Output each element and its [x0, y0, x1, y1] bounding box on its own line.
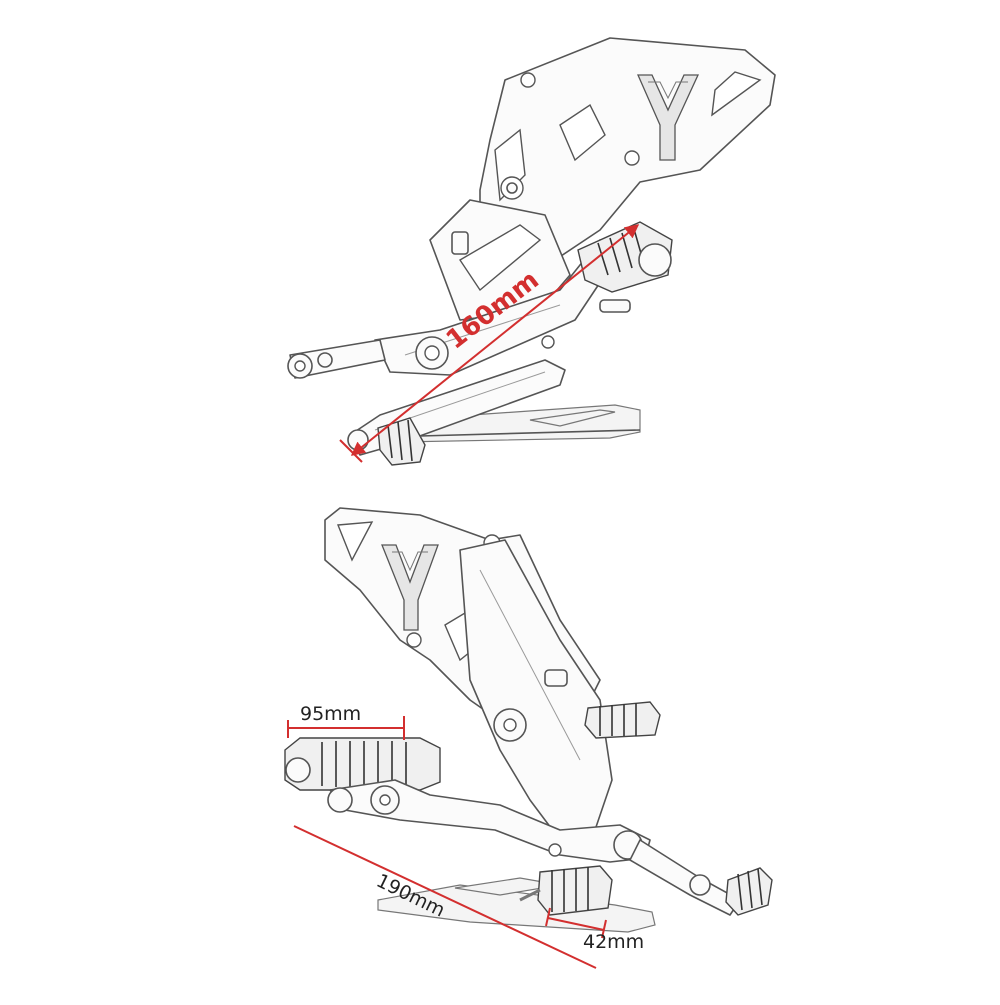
front-bracket-bolt-1 [406, 632, 422, 648]
y-logo-icon [637, 74, 700, 161]
side-linkage-bolt [541, 335, 555, 349]
dimension-95mm: 95mm [287, 703, 405, 740]
dimension-42mm: 42mm [545, 907, 644, 953]
front-left-footpeg-end [285, 757, 311, 783]
side-lower-footpeg [347, 417, 426, 466]
front-bottom-footpeg [537, 865, 613, 916]
front-link-bolt [548, 843, 562, 857]
front-peg-shaft [519, 888, 541, 902]
dimension-42mm-tick-left [545, 907, 551, 927]
side-bracket-cutout-center [559, 103, 606, 162]
dimension-160mm-line [350, 224, 640, 456]
dimension-160mm-tick-start [339, 439, 363, 463]
front-bracket-cutout-triangle [337, 521, 374, 562]
side-view-drawing [287, 37, 776, 466]
side-bracket-bolt-1 [624, 150, 640, 166]
front-right-footpeg [584, 701, 661, 739]
side-main-pivot-hole [424, 345, 440, 361]
front-lever-end [689, 874, 711, 896]
front-main-pivot-hole [503, 718, 517, 732]
dimension-42mm-line [547, 917, 605, 931]
side-bracket-bolt-2 [520, 72, 536, 88]
dimension-95mm-label: 95mm [300, 703, 361, 725]
front-view-drawing [284, 507, 773, 933]
side-rod-end-hole [294, 360, 306, 372]
dimension-42mm-label: 42mm [583, 931, 644, 953]
front-upright-edge [479, 569, 581, 761]
front-link-end-left [327, 787, 353, 813]
dimension-190mm-line [293, 825, 597, 969]
side-adjust-bolt [451, 231, 469, 255]
side-stop-bolt [599, 299, 631, 313]
front-adjust-bolt [544, 669, 568, 687]
side-bracket-cutout-triangle [711, 71, 762, 117]
dimension-42mm-tick-right [601, 919, 607, 939]
side-pivot-bolt-center [506, 182, 518, 194]
front-link-pivot-hole [379, 794, 391, 806]
side-rod-nut [317, 352, 333, 368]
front-lever-footpeg [725, 867, 773, 916]
y-logo-icon [381, 544, 439, 631]
front-shift-lever [629, 839, 741, 916]
front-left-footpeg [284, 737, 441, 791]
